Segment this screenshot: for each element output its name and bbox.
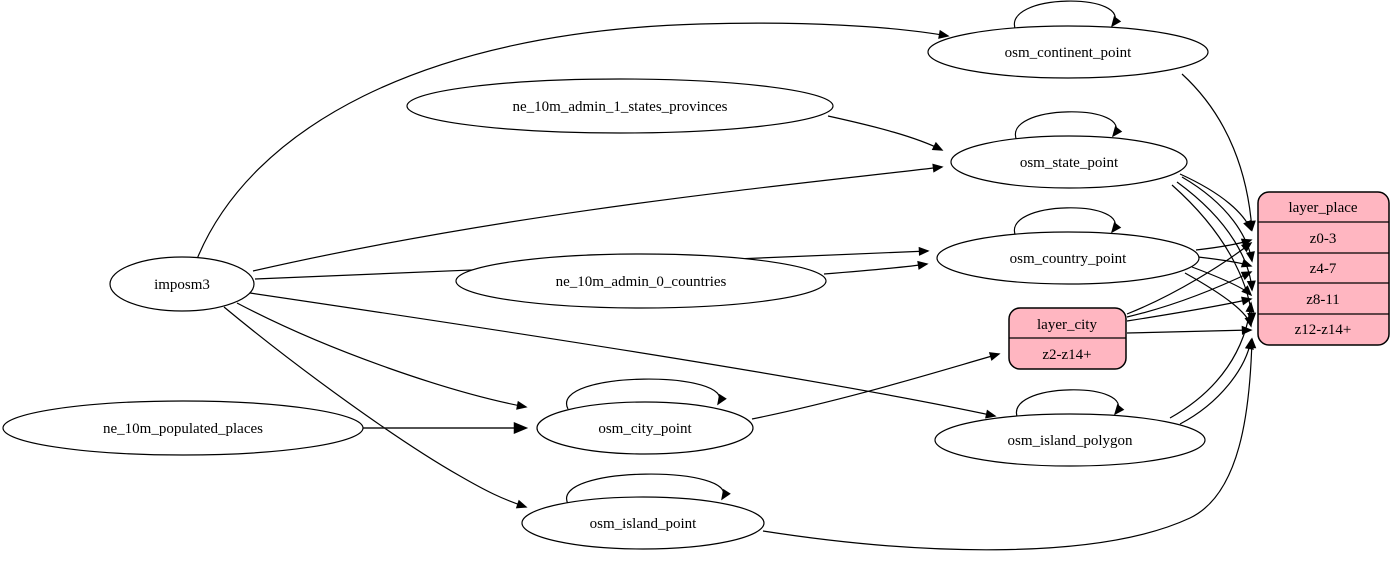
node-osm_city_point: osm_city_point <box>536 401 754 455</box>
osm_country_point-shape <box>936 231 1200 285</box>
osm_continent_point-label: osm_continent_point <box>1005 45 1132 61</box>
edge-imposm3-osm_state_point <box>252 163 944 272</box>
node-osm_island_point: osm_island_point <box>521 496 765 550</box>
edge-imposm3-osm_island_polygon <box>249 292 997 419</box>
layer_city-row-z2-z14: z2-z14+ <box>1042 347 1091 363</box>
edge-layer_city-layer_place-z4-7 <box>1126 271 1253 318</box>
edge-layer_city-layer_place-z12-z14 <box>1126 325 1253 335</box>
edge-osm_state_point-layer_place-z8-11 <box>1176 181 1256 292</box>
edge-ne_10m_admin_1_states_provinces-osm_state_point <box>827 115 944 151</box>
node-osm_continent_point: osm_continent_point <box>927 25 1209 79</box>
edge-imposm3-osm_city_point <box>236 302 528 410</box>
edge-osm_country_point-layer_place-z8-11 <box>1191 266 1253 297</box>
layer_place-title: layer_place <box>1288 200 1357 216</box>
self-loop-osm_island_polygon <box>1015 389 1125 420</box>
osm_island_polygon-label: osm_island_polygon <box>1007 433 1133 449</box>
osm_country_point-label: osm_country_point <box>1010 251 1127 267</box>
edge-osm_state_point-layer_place-z4-7 <box>1181 176 1255 263</box>
edge-imposm3-osm_island_point <box>223 306 528 509</box>
edge-osm_city_point-layer_city-z2-z14 <box>751 352 1001 420</box>
edge-osm_island_polygon-layer_place-z8-11 <box>1169 301 1255 419</box>
ne_10m_admin_0_countries-label: ne_10m_admin_0_countries <box>556 274 727 290</box>
node-osm_country_point: osm_country_point <box>936 231 1200 285</box>
record-layer_place: layer_place z0-3 z4-7 z8-11 z12-z14+ <box>1257 191 1390 346</box>
osm_state_point-shape <box>950 135 1188 189</box>
layer_place-row-z0-3: z0-3 <box>1310 231 1337 247</box>
ne_10m_populated_places-label: ne_10m_populated_places <box>103 421 263 437</box>
node-ne_10m_populated_places: ne_10m_populated_places <box>2 400 364 456</box>
node-ne_10m_admin_0_countries: ne_10m_admin_0_countries <box>455 253 827 309</box>
layer_place-row-z8-11: z8-11 <box>1306 292 1340 308</box>
edge-layer_city-layer_place-z0-3 <box>1126 242 1253 315</box>
layer_place-shape <box>1257 191 1390 346</box>
osm_continent_point-shape <box>927 25 1209 79</box>
node-osm_state_point: osm_state_point <box>950 135 1188 189</box>
edge-layer <box>196 0 1257 551</box>
edge-layer_city-layer_place-z8-11 <box>1126 296 1253 322</box>
record-layer_city: layer_city z2-z14+ <box>1008 307 1127 370</box>
ne_10m_admin_1_states_provinces-label: ne_10m_admin_1_states_provinces <box>513 99 728 115</box>
self-loop-osm_island_point <box>566 473 731 505</box>
osm_island_point-shape <box>521 496 765 550</box>
edge-osm_continent_point-layer_place-z0-3 <box>1181 73 1256 232</box>
osm_city_point-label: osm_city_point <box>598 421 692 437</box>
edge-osm_island_polygon-layer_place-z12-z14 <box>1179 338 1254 425</box>
edge-imposm3-osm_continent_point <box>196 22 950 260</box>
ne_10m_admin_0_countries-shape <box>455 253 827 309</box>
edge-osm_country_point-layer_place-z4-7 <box>1197 256 1253 268</box>
layer_city-title: layer_city <box>1037 317 1097 333</box>
osm_island_polygon-shape <box>934 413 1206 467</box>
edge-osm_country_point-layer_place-z0-3 <box>1195 238 1253 251</box>
node-ne_10m_admin_1_states_provinces: ne_10m_admin_1_states_provinces <box>406 78 834 134</box>
osm_island_point-label: osm_island_point <box>590 516 698 532</box>
node-osm_island_polygon: osm_island_polygon <box>934 413 1206 467</box>
ne_10m_populated_places-shape <box>2 400 364 456</box>
edge-osm_state_point-layer_place-z0-3 <box>1179 173 1252 232</box>
self-loop-osm_continent_point <box>1013 0 1122 32</box>
layer_place-row-z4-7: z4-7 <box>1310 261 1337 277</box>
ne_10m_admin_1_states_provinces-shape <box>406 78 834 134</box>
imposm3-shape <box>109 256 255 312</box>
self-loop-osm_country_point <box>1013 207 1122 238</box>
node-imposm3: imposm3 <box>109 256 255 312</box>
self-loop-osm_state_point <box>1014 111 1123 142</box>
imposm3-label: imposm3 <box>154 277 210 293</box>
osm_city_point-shape <box>536 401 754 455</box>
osm_state_point-label: osm_state_point <box>1020 155 1119 171</box>
self-loop-osm_city_point <box>565 378 727 410</box>
edge-osm_island_point-layer_place-z12-z14 <box>762 337 1257 551</box>
layer_place-row-z12-z14: z12-z14+ <box>1295 322 1352 338</box>
edge-ne_10m_admin_0_countries-osm_country_point <box>823 260 929 275</box>
